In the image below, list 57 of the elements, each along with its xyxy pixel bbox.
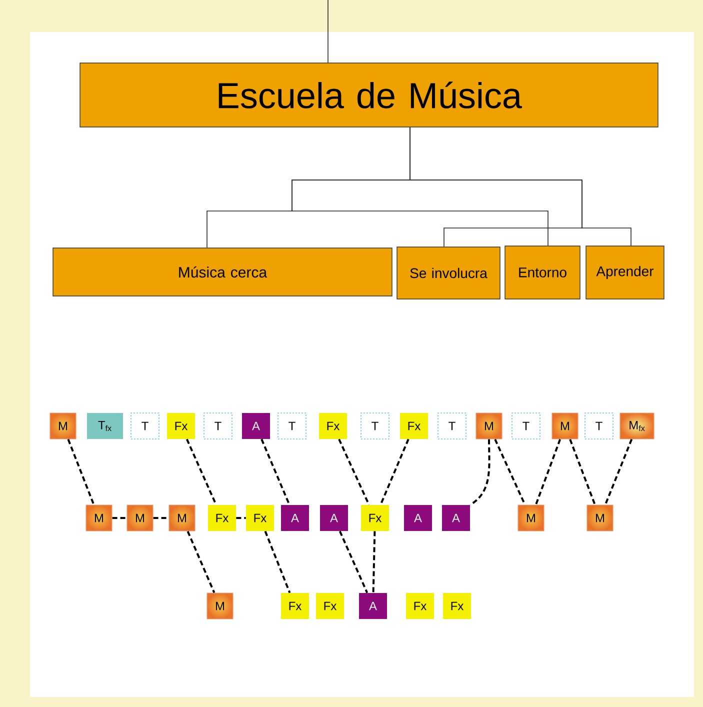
category-box: Se involucra bbox=[396, 246, 500, 300]
dashed-line bbox=[236, 517, 246, 519]
tile: M bbox=[518, 504, 544, 532]
dashed-line bbox=[372, 531, 376, 593]
dashed-tile: T bbox=[438, 412, 466, 440]
tile: A bbox=[242, 413, 270, 439]
dashed-tile: T bbox=[584, 412, 614, 440]
tile: Fx bbox=[208, 505, 236, 531]
dashed-line bbox=[604, 438, 633, 506]
tile: M bbox=[206, 592, 234, 620]
dashed-line bbox=[112, 517, 127, 519]
connector-line bbox=[410, 126, 632, 246]
dashed-line bbox=[338, 438, 370, 506]
dashed-line bbox=[260, 438, 290, 506]
tile: Fx bbox=[319, 413, 347, 439]
dashed-line bbox=[380, 438, 410, 506]
tile: A bbox=[281, 505, 309, 531]
tile: Fx bbox=[281, 593, 309, 619]
dashed-line bbox=[186, 530, 216, 594]
dashed-tile: T bbox=[512, 412, 540, 440]
category-box: Música cerca bbox=[52, 248, 392, 296]
tile: M bbox=[86, 504, 112, 532]
category-box: Aprender bbox=[586, 246, 664, 300]
tile: T$_{fx}$ bbox=[87, 413, 123, 439]
tile: M bbox=[476, 412, 502, 440]
tile: Fx bbox=[361, 505, 389, 531]
dashed-line bbox=[569, 438, 596, 506]
tile: M bbox=[50, 412, 76, 440]
dashed-line bbox=[494, 438, 526, 506]
dashed-line bbox=[67, 438, 95, 506]
tile: A bbox=[359, 593, 387, 619]
tile: Fx bbox=[443, 593, 471, 619]
tile: A bbox=[404, 505, 432, 531]
dashed-tile: T bbox=[130, 412, 160, 440]
dashed-line bbox=[153, 517, 169, 519]
dashed-line bbox=[264, 530, 291, 594]
title-box: Escuela de Música bbox=[80, 62, 658, 128]
category-box: Entorno bbox=[504, 246, 580, 300]
dashed-tile: T bbox=[360, 412, 390, 440]
dashed-line bbox=[338, 530, 368, 594]
dashed-line bbox=[534, 438, 562, 506]
tile: A bbox=[320, 505, 348, 531]
tile: M bbox=[586, 504, 614, 532]
tile: Fx bbox=[167, 413, 195, 439]
dashed-tile: T bbox=[204, 412, 232, 440]
tile: Fx bbox=[316, 593, 344, 619]
dashed-line bbox=[470, 439, 490, 506]
tile: Fx bbox=[406, 593, 434, 619]
tile: M bbox=[552, 412, 578, 440]
dashed-line bbox=[186, 438, 218, 506]
tile: A bbox=[442, 505, 470, 531]
tile: Fx bbox=[400, 413, 428, 439]
tile: M$_{fx}$ bbox=[620, 412, 654, 440]
tile: Fx bbox=[246, 505, 274, 531]
dashed-tile: T bbox=[278, 412, 306, 440]
tile: M bbox=[168, 504, 196, 532]
tile: M bbox=[126, 504, 154, 532]
